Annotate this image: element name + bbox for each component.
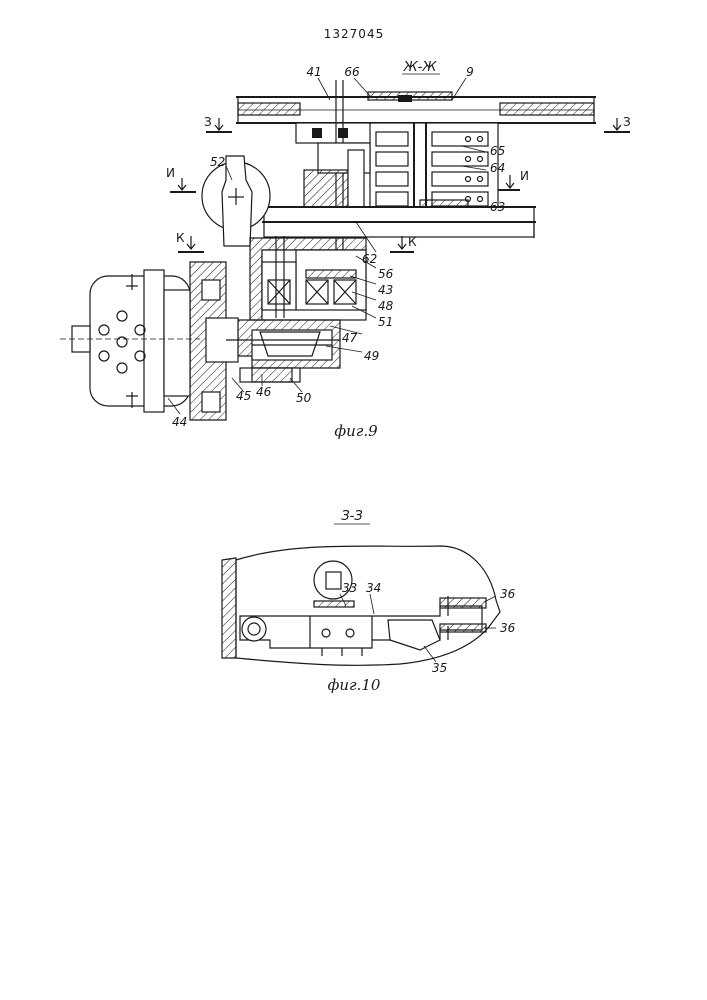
label-48: 48 xyxy=(378,299,394,313)
label-33: 33 xyxy=(342,581,357,595)
figure-10: З-З xyxy=(222,509,516,694)
label-36-bottom: 36 xyxy=(500,621,516,635)
label-43: 43 xyxy=(378,283,393,297)
label-41: 41 xyxy=(306,65,321,79)
label-36-top: 36 xyxy=(500,587,516,601)
label-65: 65 xyxy=(490,144,505,158)
section-title-z: З-З xyxy=(341,509,362,524)
label-63: 63 xyxy=(490,200,505,214)
label-50: 50 xyxy=(296,391,312,405)
label-51: 51 xyxy=(378,315,393,329)
section-title-zh: Ж-Ж xyxy=(403,60,438,75)
section-mark-i-right: И xyxy=(520,169,529,183)
document-number: 1327045 xyxy=(324,27,384,41)
label-45: 45 xyxy=(236,389,251,403)
label-66: 66 xyxy=(344,65,360,79)
label-52: 52 xyxy=(210,155,225,169)
figure-10-caption: фиг.10 xyxy=(328,676,381,694)
section-mark-z-left: З xyxy=(204,115,212,129)
label-49: 49 xyxy=(364,349,379,363)
label-9: 9 xyxy=(466,65,474,79)
label-46: 46 xyxy=(256,385,272,399)
section-mark-k-right: К xyxy=(408,235,417,249)
figure-9-caption: фиг.9 xyxy=(334,422,378,440)
label-35: 35 xyxy=(432,661,447,675)
label-34: 34 xyxy=(366,581,381,595)
figure-9: Ж-Ж З З xyxy=(60,60,631,440)
section-mark-z-right: З xyxy=(623,115,631,129)
label-47: 47 xyxy=(342,331,358,345)
label-44: 44 xyxy=(172,415,187,429)
section-mark-k-left: К xyxy=(176,231,185,245)
label-62: 62 xyxy=(362,252,377,266)
section-mark-i-left: И xyxy=(166,166,175,180)
label-64: 64 xyxy=(490,161,505,175)
label-56: 56 xyxy=(378,267,394,281)
